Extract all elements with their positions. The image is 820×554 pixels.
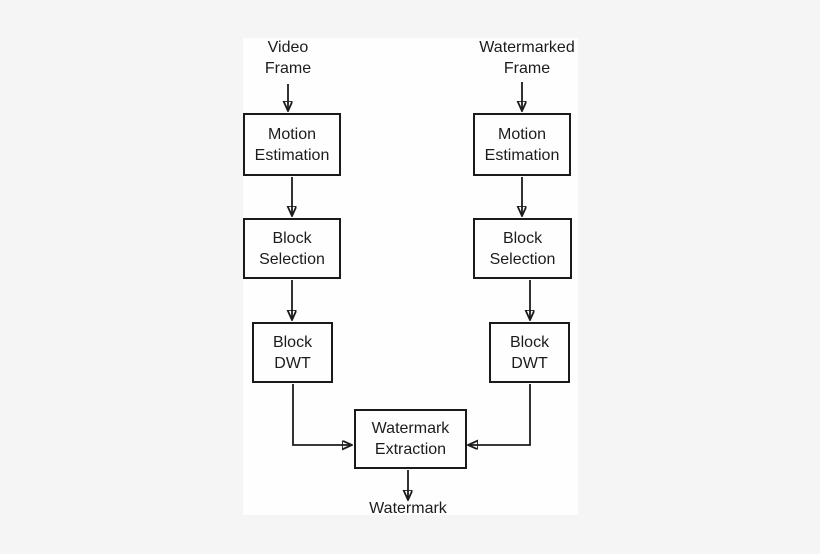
node-label: Selection [259,250,325,268]
node-motion-estimation-right: Motion Estimation [473,113,571,176]
node-label: Block [272,229,312,247]
label-video-frame: Video Frame [238,37,338,79]
node-label: DWT [511,354,548,372]
node-block-dwt-left: Block DWT [252,322,333,383]
node-label: Watermark [371,420,450,437]
node-block-selection-left: Block Selection [243,218,341,279]
node-label: DWT [274,354,311,372]
label-line: Frame [264,60,312,77]
node-label: Estimation [254,146,330,164]
node-block-dwt-right: Block DWT [489,322,570,383]
node-label: Selection [489,250,556,268]
node-label: Block [509,333,550,351]
node-label: Motion [497,125,547,143]
label-watermarked-frame: Watermarked Frame [457,37,597,79]
node-label: Block [502,229,543,247]
node-motion-estimation-left: Motion Estimation [243,113,341,176]
node-block-selection-right: Block Selection [473,218,572,279]
node-label: Block [272,333,313,351]
label-watermark-output: Watermark [369,500,447,517]
label-line: Frame [503,60,551,77]
label-line: Video [267,39,309,56]
node-watermark-extraction: Watermark Extraction [354,409,467,469]
node-label: Estimation [484,146,560,164]
node-label: Motion [267,125,317,143]
label-line: Watermarked [479,39,575,56]
node-label: Extraction [374,441,447,458]
